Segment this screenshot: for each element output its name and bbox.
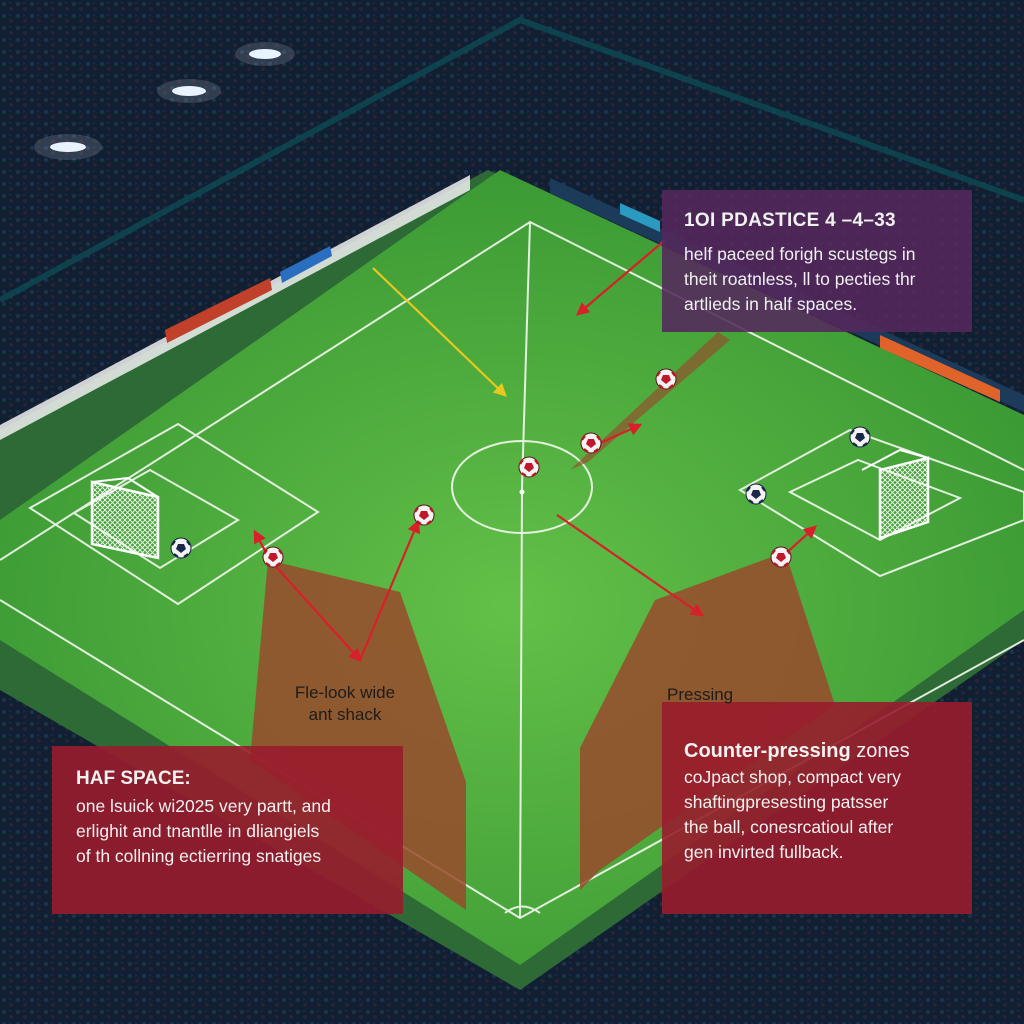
- ball-marker-icon: [744, 482, 768, 506]
- left-panel-title: HAF SPACE:: [76, 768, 191, 789]
- flank-zone-label: Fle-look wide ant shack: [270, 682, 420, 726]
- tactical-arrows: [253, 239, 817, 662]
- floodlight-icon: [34, 42, 295, 160]
- left-panel-line: erlighit and tnantlle in dliangiels: [76, 821, 320, 841]
- goal-net-icon-left: [90, 476, 160, 560]
- counter-pressing-panel: Counter-pressing zones coJpact shop, com…: [662, 702, 972, 914]
- arrow-to-top-panel: [575, 239, 666, 316]
- flank-label-line: Fle-look wide: [294, 683, 396, 702]
- right-panel-line: shaftingpresesting patsser: [684, 792, 889, 812]
- arrow-central-pass: [597, 423, 643, 446]
- ball-marker-icon: [769, 545, 793, 569]
- pressing-zone-label: Pressing: [667, 685, 734, 704]
- right-panel-title: Counter-pressing zones: [684, 740, 950, 763]
- ball-marker-icon: [848, 425, 872, 449]
- arrow-flank-diagonal: [269, 559, 362, 662]
- zone-central-channel: [570, 332, 730, 470]
- ball-marker-icon: [412, 503, 436, 527]
- right-panel-line: the ball, conesrcatioul after: [684, 817, 894, 837]
- ball-marker-icon: [579, 431, 603, 455]
- top-panel-line: theit roatnless, ll to pecties thr: [684, 269, 916, 289]
- right-panel-title-bold: Counter-pressing: [684, 740, 851, 762]
- ball-marker-icon: [261, 545, 285, 569]
- tactic-panel-top: 1OI PDASTICE 4 –4–33 helf paceed forigh …: [662, 190, 972, 332]
- ball-marker-icon: [169, 536, 193, 560]
- right-panel-line: gen invirted fullback.: [684, 842, 844, 862]
- zone-left-flank: [250, 560, 466, 910]
- left-panel-line: of th collning ectierring snatiges: [76, 846, 322, 866]
- top-panel-title: 1OI PDASTICE 4 –4–33: [684, 210, 896, 231]
- arrow-flank-return: [358, 519, 420, 661]
- right-panel-title-rest: zones: [850, 740, 910, 762]
- top-panel-body: helf paceed forigh scustegs in theit roa…: [684, 242, 950, 317]
- ball-marker-icon: [517, 455, 541, 479]
- arrow-yellow-run: [372, 267, 507, 397]
- arrow-press-run: [556, 514, 705, 617]
- top-panel-line: artlieds in half spaces.: [684, 294, 858, 314]
- half-space-panel: HAF SPACE: one lsuick wi2025 very partt,…: [52, 746, 403, 914]
- flank-label-line: ant shack: [308, 705, 382, 724]
- right-panel-line: coJpact shop, compact very: [684, 767, 901, 787]
- goal-net-icon-right: [861, 448, 930, 540]
- left-panel-line: one lsuick wi2025 very partt, and: [76, 796, 331, 816]
- top-panel-line: helf paceed forigh scustegs in: [684, 244, 916, 264]
- right-panel-body: coJpact shop, compact very shaftingprese…: [684, 765, 950, 865]
- left-panel-body: one lsuick wi2025 very partt, and erligh…: [76, 794, 379, 869]
- ball-marker-icon: [654, 367, 678, 391]
